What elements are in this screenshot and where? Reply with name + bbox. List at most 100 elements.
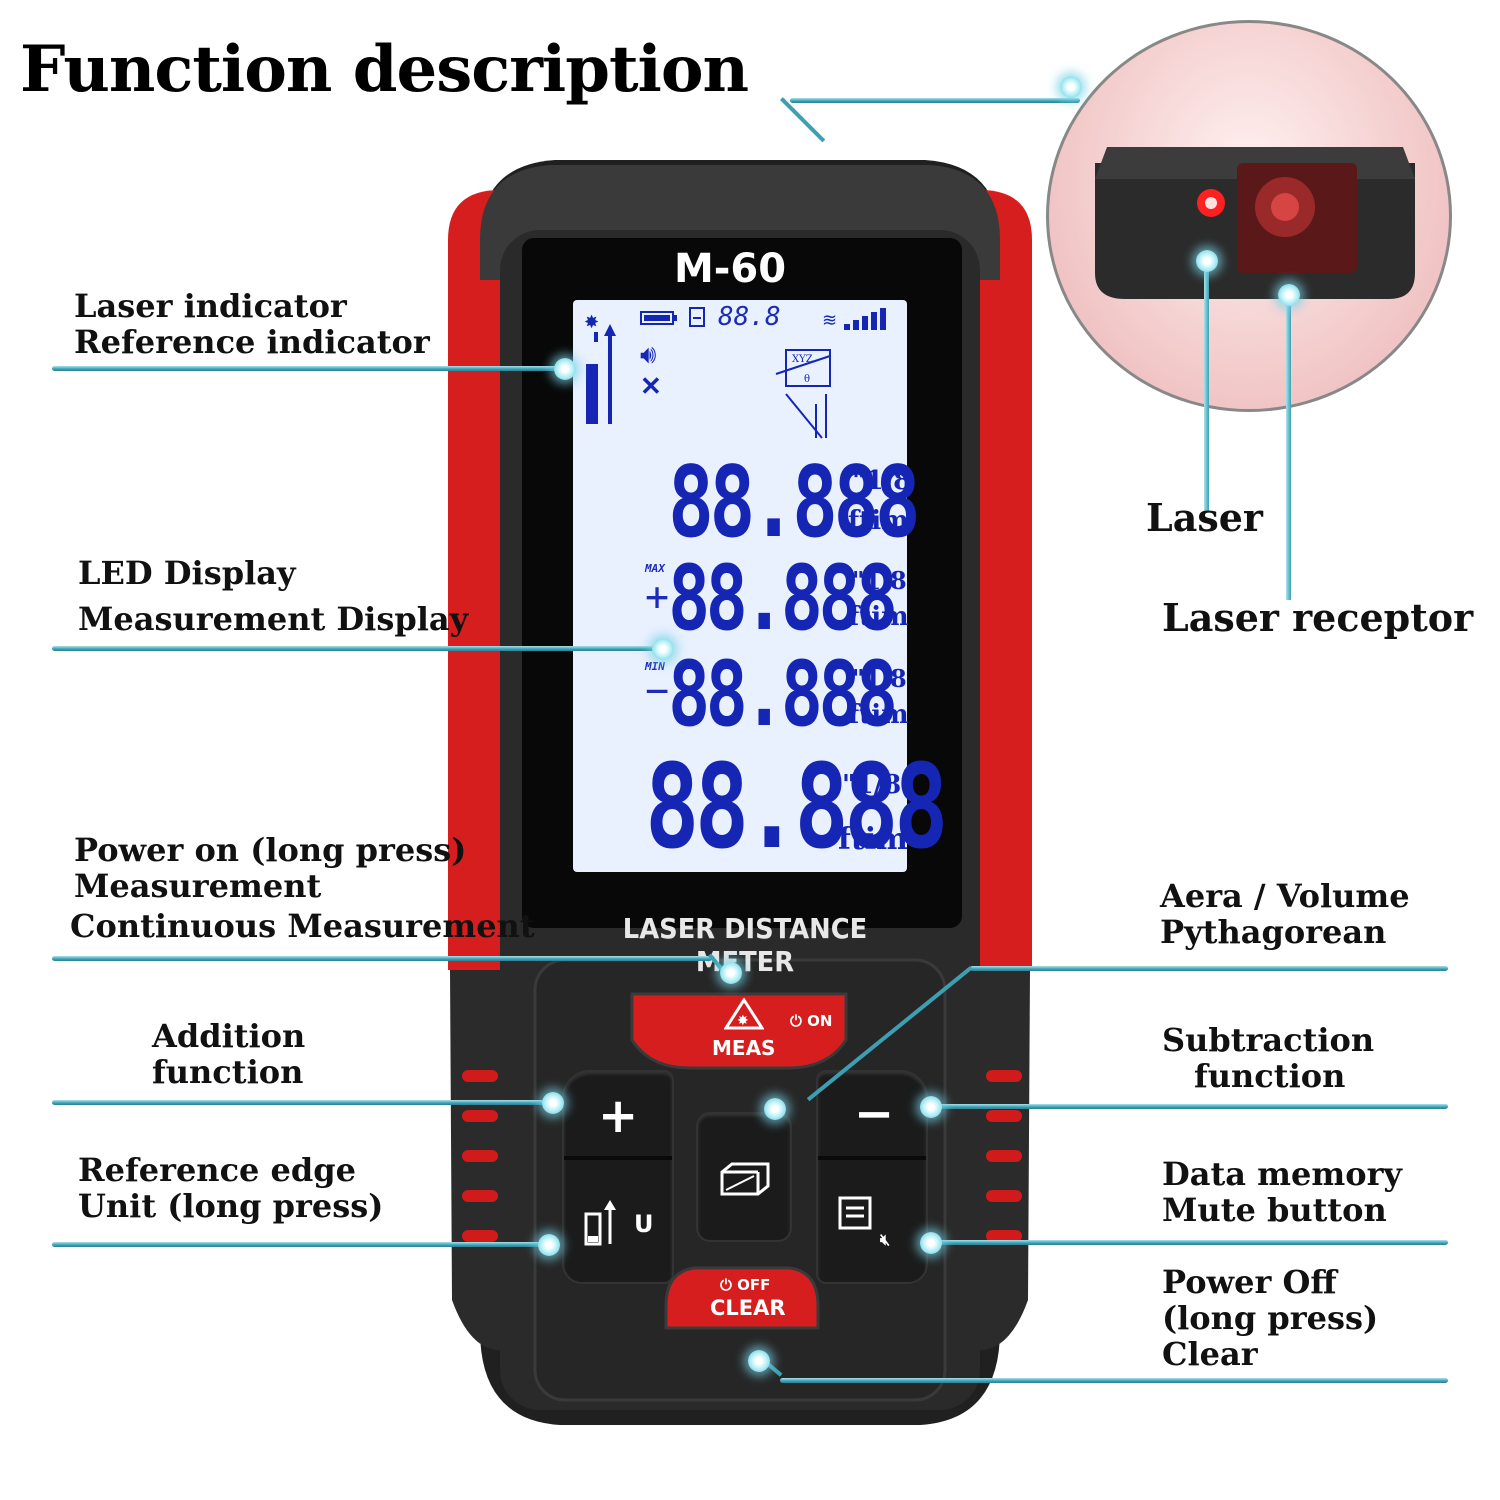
reference-edge-icon: [584, 1198, 624, 1252]
svg-text:XYZ: XYZ: [792, 354, 813, 365]
label-power-on: Power on (long press) Measurement Contin…: [70, 831, 535, 945]
lcd-row2-sign: +: [645, 574, 670, 620]
grip-ridge: [462, 1190, 498, 1202]
model-name: M-60: [673, 246, 787, 292]
callout-line: [1204, 262, 1209, 512]
minus-button[interactable]: − 🔇︎: [816, 1070, 928, 1284]
label-led-display: LED Display Measurement Display: [78, 554, 469, 638]
grip-ridge: [986, 1070, 1022, 1082]
lcd-row2-unit: ftim: [848, 602, 909, 632]
clear-button[interactable]: ⏻ OFF CLEAR: [664, 1266, 820, 1330]
svg-text:≋: ≋: [822, 310, 837, 331]
callout-line: [52, 1242, 552, 1247]
grip-ridge: [986, 1190, 1022, 1202]
callout-line: [930, 1104, 1448, 1109]
label-laser-receptor: Laser receptor: [1162, 595, 1474, 640]
lcd-row4-fraction: "1/8: [842, 770, 902, 800]
power-off-label: ⏻ OFF: [720, 1276, 771, 1294]
label-reference-edge: Reference edge Unit (long press): [78, 1151, 384, 1225]
callout-dot: [1060, 76, 1082, 98]
label-power-off: Power Off (long press) Clear: [1162, 1263, 1379, 1373]
meas-button[interactable]: ✸ MEAS ⏻ ON: [628, 990, 850, 1072]
laser-warning-icon: ✸: [723, 997, 765, 1034]
page-title: Function description: [20, 32, 749, 107]
callout-dot: [554, 358, 576, 380]
lcd-min-tag: MIN: [645, 660, 665, 673]
speaker-icon: 🔊︎: [640, 340, 657, 370]
callout-dot: [652, 638, 674, 660]
callout-line: [970, 966, 1448, 971]
lcd-max-tag: MAX: [645, 562, 665, 575]
svg-text:✸: ✸: [584, 312, 599, 333]
label-laser-indicator: Laser indicator Reference indicator: [74, 287, 430, 361]
lcd-row3-digits: 88.888: [668, 642, 898, 747]
callout-dot: [920, 1232, 942, 1254]
power-on-label: ⏻ ON: [790, 1012, 833, 1030]
data-memory-icon: [838, 1196, 872, 1238]
grip-ridge: [986, 1230, 1022, 1242]
callout-line: [52, 1100, 552, 1105]
callout-dot: [748, 1350, 770, 1372]
callout-dot: [720, 962, 742, 984]
grip-ridge: [986, 1150, 1022, 1162]
callout-dot: [542, 1092, 564, 1114]
unit-label: U: [634, 1210, 654, 1238]
clear-label: CLEAR: [710, 1296, 786, 1320]
callout-dot: [764, 1098, 786, 1120]
callout-line: [790, 98, 1080, 103]
callout-line: [780, 97, 826, 143]
lcd-row2-fraction: "1/8: [852, 566, 907, 595]
lcd-row3-sign: −: [645, 668, 670, 714]
lcd-row3-fraction: "1/8: [852, 664, 907, 693]
callout-dot: [538, 1234, 560, 1256]
label-addition: Addition function: [152, 1017, 306, 1091]
callout-line: [52, 956, 712, 961]
label-data-memory: Data memory Mute button: [1162, 1155, 1403, 1229]
plus-label: +: [598, 1088, 639, 1144]
svg-text:✸: ✸: [737, 1013, 749, 1029]
callout-line: [52, 366, 564, 371]
device-name: LASER DISTANCE METER: [622, 912, 868, 978]
lcd-row2-digits: 88.888: [668, 546, 898, 651]
lcd-row4-digits: 88.888: [645, 740, 948, 875]
lcd-row1-digits: 88.888: [668, 446, 921, 560]
signal-icon: ≋: [822, 306, 886, 336]
callout-line: [52, 646, 664, 651]
grip-ridge: [986, 1110, 1022, 1122]
key-divider: [818, 1156, 926, 1160]
callout-line: [930, 1240, 1448, 1245]
laser-aperture-inset: [1046, 20, 1452, 412]
status-value: 88.8: [718, 302, 781, 332]
callout-dot: [1196, 250, 1218, 272]
laser-indicator-icon: ✸: [584, 312, 616, 424]
callout-dot: [920, 1096, 942, 1118]
label-laser: Laser: [1146, 495, 1263, 540]
mute-icon: ✕: [640, 372, 662, 402]
grip-ridge: [462, 1070, 498, 1082]
callout-dot: [1278, 284, 1300, 306]
label-area-volume: Aera / Volume Pythagorean: [1160, 877, 1410, 951]
meas-label: MEAS: [712, 1036, 776, 1060]
battery-icon: [640, 310, 680, 330]
power-off-text: OFF: [737, 1276, 771, 1294]
plus-button[interactable]: + U: [562, 1070, 674, 1284]
callout-line: [1286, 296, 1291, 600]
area-volume-icon: [718, 1160, 772, 1202]
minus-label: −: [854, 1086, 895, 1142]
lcd-row4-unit: ftim: [838, 822, 908, 857]
label-subtraction: Subtraction function: [1162, 1021, 1375, 1095]
grip-ridge: [462, 1110, 498, 1122]
memory-icon: [688, 306, 708, 332]
grip-ridge: [462, 1150, 498, 1162]
svg-text:θ: θ: [804, 374, 810, 385]
geometry-mode-icon: XYZ θ: [772, 344, 838, 444]
lcd-row1-unit: ftim: [848, 506, 909, 536]
grip-ridge: [462, 1230, 498, 1242]
key-divider: [564, 1156, 672, 1160]
power-on-text: ON: [807, 1012, 833, 1030]
mute-key-icon: 🔇︎: [880, 1230, 891, 1249]
lcd-row1-fraction: "1/8: [852, 466, 912, 496]
callout-line: [780, 1378, 1448, 1383]
area-volume-button[interactable]: [696, 1112, 792, 1242]
lcd-row3-unit: ftim: [848, 700, 909, 730]
